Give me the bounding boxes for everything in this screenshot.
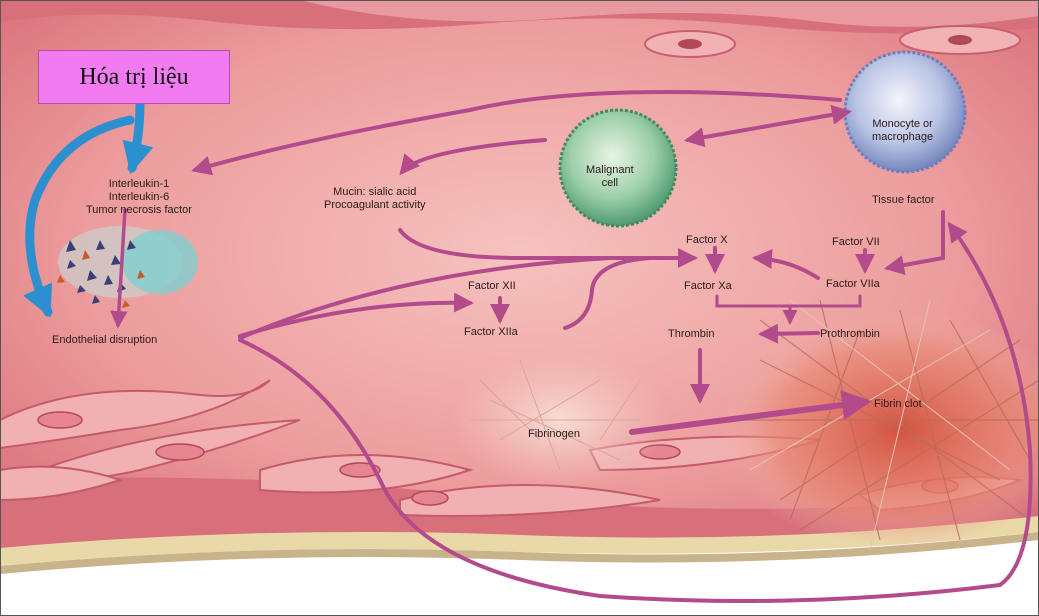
mucin-line1: Mucin: sialic acid <box>324 186 426 199</box>
chemotherapy-label: Hóa trị liệu <box>79 64 188 91</box>
interleukin-1-label: Interleukin-1 <box>86 178 192 191</box>
fibrinogen-mesh <box>450 350 670 490</box>
factor-viia-label: Factor VIIa <box>826 278 880 291</box>
factor-xiia-label: Factor XIIa <box>464 326 518 339</box>
factor-xa-label: Factor Xa <box>684 280 732 293</box>
malignant-cell-label: Malignant cell <box>586 164 634 190</box>
interleukin-6-label: Interleukin-6 <box>86 191 192 204</box>
tissue-factor-label: Tissue factor <box>872 194 935 207</box>
factor-x-label: Factor X <box>686 234 728 247</box>
fibrin-clot-label: Fibrin clot <box>874 398 922 411</box>
factor-vii-label: Factor VII <box>832 236 880 249</box>
monocyte-macrophage <box>845 52 965 172</box>
chemotherapy-box: Hóa trị liệu <box>38 50 230 104</box>
monocyte-label: Monocyte or macrophage <box>872 118 933 144</box>
mucin-label: Mucin: sialic acid Procoagulant activity <box>324 186 426 212</box>
fibrinogen-label: Fibrinogen <box>528 428 580 441</box>
factor-xii-label: Factor XII <box>468 280 516 293</box>
malignant-line2: cell <box>586 177 634 190</box>
endothelial-disruption-label: Endothelial disruption <box>52 334 157 347</box>
cytokines-label: Interleukin-1 Interleukin-6 Tumor necros… <box>86 178 192 217</box>
thrombin-label: Thrombin <box>668 328 714 341</box>
mucin-line2: Procoagulant activity <box>324 199 426 212</box>
monocyte-line1: Monocyte or <box>872 118 933 131</box>
prothrombin-label: Prothrombin <box>820 328 880 341</box>
tnf-label: Tumor necrosis factor <box>86 204 192 217</box>
monocyte-line2: macrophage <box>872 131 933 144</box>
malignant-line1: Malignant <box>586 164 634 177</box>
